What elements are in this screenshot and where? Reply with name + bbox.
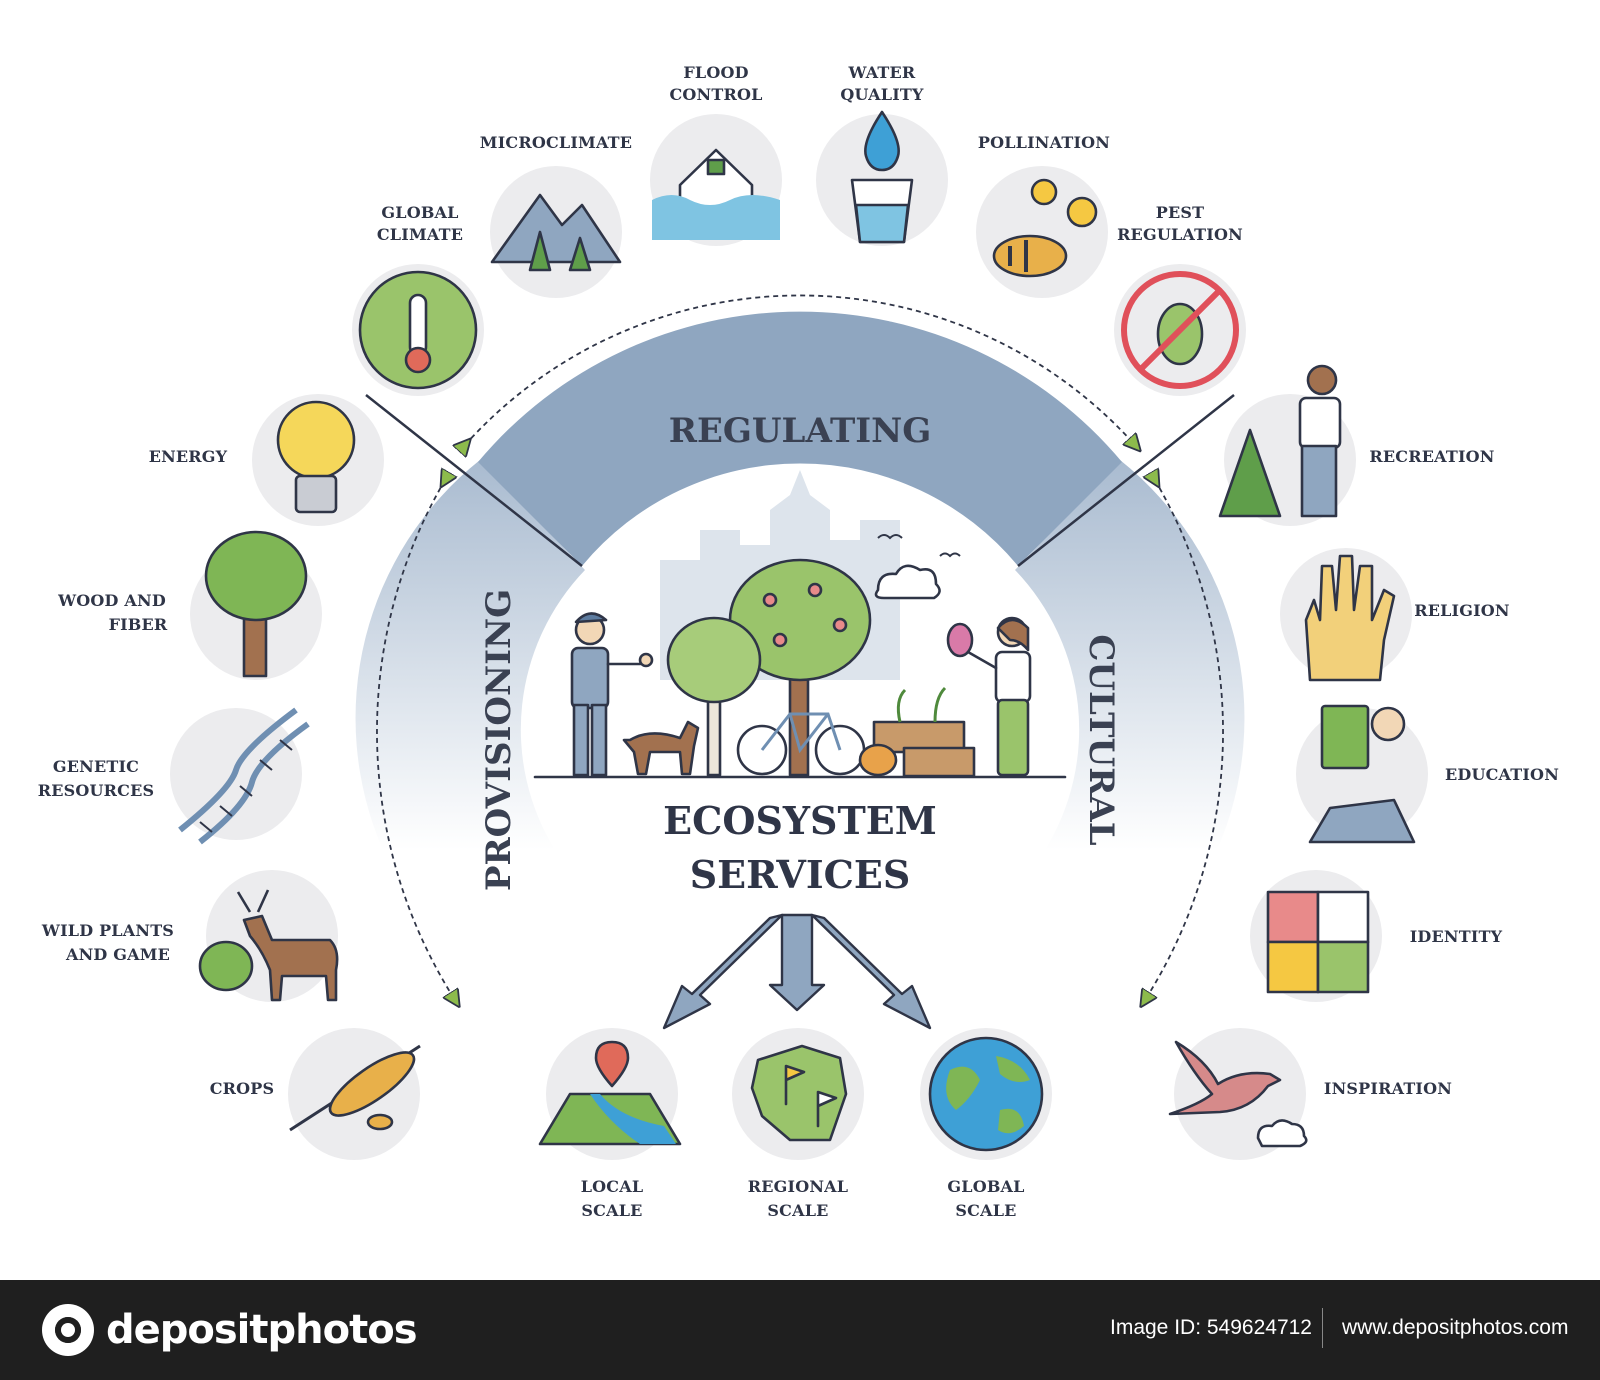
label-water-quality-1: WATER (848, 63, 916, 82)
regulating-item-pest-regulation (1114, 264, 1246, 396)
brand-logo-link[interactable]: depositphotos (42, 1302, 418, 1358)
label-wild-plants-1: WILD PLANTS (41, 921, 174, 940)
farmer-figure (570, 612, 654, 777)
central-scene (533, 470, 1067, 779)
provisioning-band (355, 460, 585, 850)
apple-tree (728, 558, 872, 777)
dna-icon (178, 707, 310, 845)
hiker-icon (1306, 364, 1338, 396)
light-bulb-icon (276, 400, 356, 480)
label-local-scale-2: SCALE (581, 1201, 642, 1220)
mountains-trees-icon (490, 193, 622, 264)
vegetable-crates (858, 686, 976, 778)
label-regional-scale-1: REGIONAL (748, 1177, 848, 1196)
scale-arrows (662, 913, 932, 1030)
puzzle-icon (1266, 890, 1370, 994)
site-url[interactable]: www.depositphotos.com (1342, 1316, 1569, 1339)
label-water-quality-2: QUALITY (840, 85, 924, 104)
label-global-climate-2: CLIMATE (377, 225, 463, 244)
title-line2: SERVICES (690, 852, 911, 897)
cultural-item-inspiration (1168, 1028, 1308, 1160)
tree-icon (204, 530, 308, 622)
cultural-item-identity (1250, 870, 1382, 1002)
label-pest-regulation-1: PEST (1156, 203, 1205, 222)
scale-item-global (920, 1028, 1052, 1160)
no-bug-icon (1121, 271, 1239, 389)
provisioning-item-energy (252, 394, 384, 526)
label-flood-control-1: FLOOD (683, 63, 748, 82)
label-identity: IDENTITY (1410, 927, 1503, 946)
category-provisioning-label: PROVISIONING (479, 589, 519, 891)
label-global-scale-1: GLOBAL (947, 1177, 1024, 1196)
label-genetic-resources-1: GENETIC (53, 757, 139, 776)
camera-logo-icon (42, 1304, 94, 1356)
regulating-item-pollination (976, 166, 1108, 298)
reading-person-icon (1320, 704, 1370, 770)
label-microclimate: MICROCLIMATE (480, 133, 632, 152)
divider-right (1017, 394, 1235, 567)
label-pest-regulation-2: REGULATION (1117, 225, 1243, 244)
cultural-item-religion (1280, 548, 1412, 682)
label-regional-scale-2: SCALE (767, 1201, 828, 1220)
scale-item-local (538, 1028, 682, 1160)
provisioning-item-genetic-resources (170, 707, 310, 845)
label-energy: ENERGY (149, 447, 228, 466)
label-local-scale-1: LOCAL (581, 1177, 644, 1196)
regulating-item-flood-control (650, 114, 782, 246)
regulating-item-water-quality (816, 110, 948, 246)
dog-figure (622, 720, 700, 776)
label-pollination: POLLINATION (978, 133, 1110, 152)
brand-name: depositphotos (106, 1307, 418, 1353)
cultural-band (1015, 460, 1245, 850)
label-religion: RELIGION (1414, 601, 1510, 620)
regulating-item-microclimate (490, 166, 622, 298)
cloud (874, 564, 941, 600)
label-global-scale-2: SCALE (955, 1201, 1016, 1220)
dashed-arc-left (376, 480, 455, 1000)
scale-item-regional (732, 1028, 864, 1160)
provisioning-item-crops (288, 1028, 421, 1160)
bird-icon (1168, 1040, 1282, 1116)
label-wood-fiber-2: FIBER (109, 615, 168, 634)
provisioning-item-wood-fiber (190, 530, 322, 680)
dashed-arc-right (1145, 480, 1224, 1000)
cultural-item-recreation (1218, 364, 1356, 526)
category-regulating-label: REGULATING (669, 411, 932, 451)
regulating-item-global-climate (352, 264, 484, 396)
label-genetic-resources-2: RESOURCES (38, 781, 155, 800)
small-tree (666, 616, 762, 777)
label-flood-control-2: CONTROL (669, 85, 762, 104)
birds (877, 534, 961, 558)
bee-flowers-icon (992, 234, 1068, 278)
label-wild-plants-2: AND GAME (65, 945, 170, 964)
hand-icon (1304, 554, 1396, 682)
title-line1: ECOSYSTEM (663, 798, 937, 843)
gardener-figure (946, 616, 1032, 777)
divider-left (365, 394, 583, 567)
category-cultural-label: CULTURAL (1081, 634, 1121, 845)
label-global-climate-1: GLOBAL (381, 203, 458, 222)
dashed-arc-top (465, 294, 1135, 445)
footer-bar: depositphotos Image ID: 549624712 www.de… (0, 1280, 1600, 1380)
provisioning-item-wild-plants-game (198, 870, 339, 1002)
region-flags-icon (750, 1044, 848, 1142)
label-wood-fiber-1: WOOD AND (57, 591, 166, 610)
cultural-item-education (1296, 704, 1428, 844)
image-id: Image ID: 549624712 (1110, 1316, 1312, 1339)
label-recreation: RECREATION (1369, 447, 1494, 466)
deer-icon (242, 914, 339, 1002)
footer-divider (1322, 1308, 1323, 1348)
label-inspiration: INSPIRATION (1324, 1079, 1452, 1098)
label-crops: CROPS (210, 1079, 275, 1098)
label-education: EDUCATION (1445, 765, 1559, 784)
